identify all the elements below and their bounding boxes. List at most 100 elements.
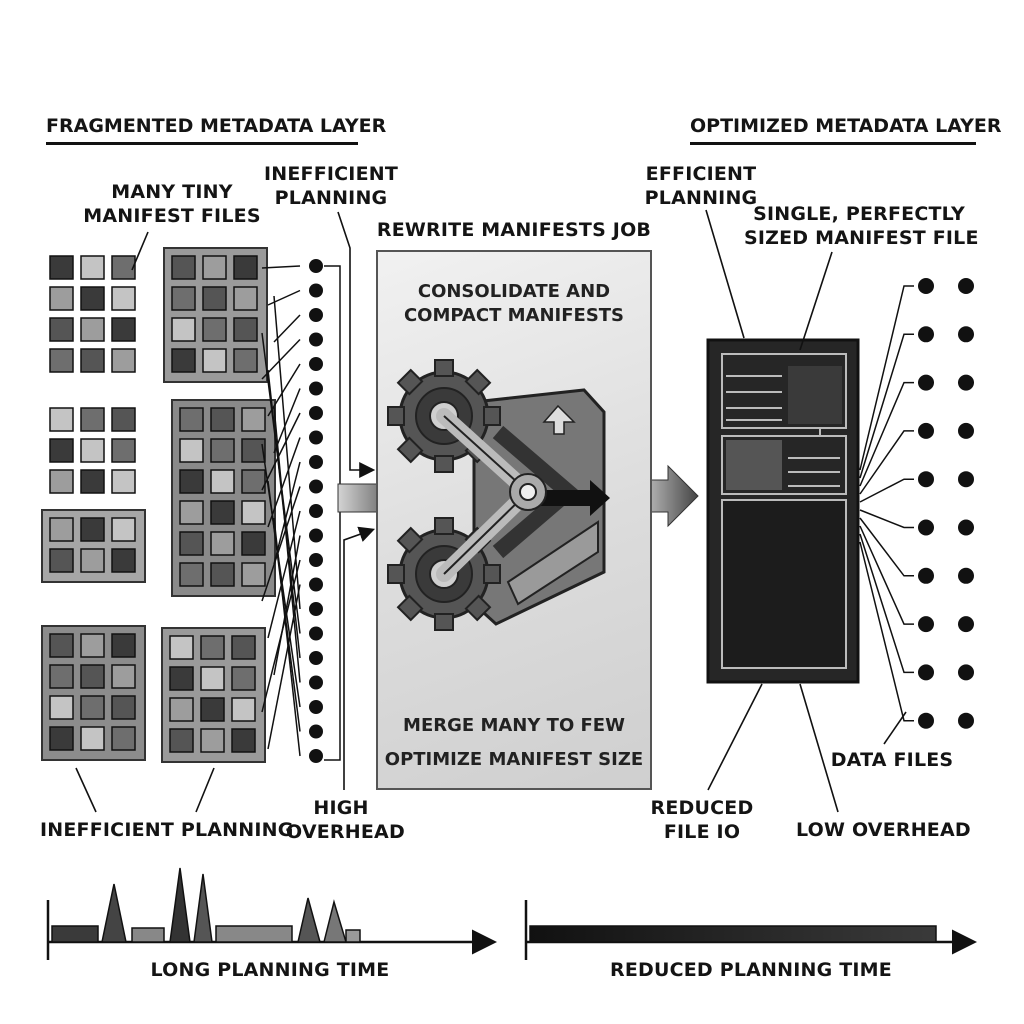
data-file-dot <box>918 471 934 488</box>
connector-line <box>273 295 301 610</box>
tiny-manifest-file <box>233 255 258 280</box>
connector-line <box>267 510 301 639</box>
planning-dot <box>309 724 323 739</box>
tiny-manifest-file <box>210 438 235 463</box>
long-planning-timeline <box>46 867 497 960</box>
tiny-manifest-file <box>210 500 235 525</box>
planning-dot <box>309 430 323 445</box>
data-file-connector <box>859 517 914 577</box>
left-planning-dots <box>309 259 323 763</box>
connector-line <box>273 314 301 343</box>
connector-line <box>273 517 301 757</box>
connector-line <box>261 412 301 491</box>
efficient-pointer <box>705 209 745 339</box>
job-title: REWRITE MANIFESTS JOB <box>376 219 652 241</box>
data-file-dots <box>918 278 974 729</box>
data-file-dot <box>918 374 934 391</box>
tiny-manifest-file <box>111 695 136 720</box>
tiny-manifest-file <box>179 500 204 525</box>
data-file-connector <box>859 381 914 487</box>
tiny-manifest-file <box>179 531 204 556</box>
connector-line <box>261 265 301 269</box>
tiny-manifest-file <box>179 407 204 432</box>
tiny-manifest-file <box>200 728 225 753</box>
tiny-manifest-file <box>111 348 136 373</box>
tiny-manifest-file <box>80 548 105 573</box>
tiny-manifest-file <box>241 500 266 525</box>
tiny-manifest-file <box>80 726 105 751</box>
data-file-dot <box>958 326 974 343</box>
tiny-manifest-file <box>80 633 105 658</box>
high-overhead-pointer <box>343 526 376 790</box>
tiny-manifest-file <box>49 317 74 342</box>
tiny-manifest-file <box>179 438 204 463</box>
data-file-connector <box>859 541 914 722</box>
inefficient-top-pointer <box>337 211 376 478</box>
tiny-manifest-file <box>80 438 105 463</box>
tiny-manifest-file <box>111 664 136 689</box>
data-file-connector <box>859 509 914 529</box>
tiny-manifest-file <box>111 469 136 494</box>
data-file-dot <box>958 567 974 584</box>
long-planning-time-label: LONG PLANNING TIME <box>150 959 390 981</box>
tiny-manifest-file <box>202 348 227 373</box>
tiny-manifest-file <box>111 726 136 751</box>
data-file-connector <box>859 525 914 625</box>
data-file-connector <box>859 333 914 479</box>
planning-dot <box>309 259 323 273</box>
planning-dot <box>309 504 323 518</box>
right-header: OPTIMIZED METADATA LAYER <box>690 115 1002 137</box>
planning-dot <box>309 357 323 371</box>
reduced-planning-timeline <box>524 900 977 960</box>
left-header: FRAGMENTED METADATA LAYER <box>46 115 387 137</box>
left-connectors <box>261 265 341 761</box>
tiny-manifest-file <box>49 438 74 463</box>
tiny-manifest-file <box>49 348 74 373</box>
tiny-manifest-file <box>49 407 74 432</box>
tiny-manifest-file <box>179 469 204 494</box>
consolidation-gears-illustration <box>387 359 610 631</box>
planning-dot <box>309 455 323 469</box>
tiny-manifest-file <box>80 317 105 342</box>
planning-dot <box>309 381 323 396</box>
tiny-manifest-file <box>179 562 204 587</box>
tiny-manifest-file <box>171 348 196 373</box>
many-tiny-pointer <box>131 231 149 271</box>
planning-dot <box>309 528 323 543</box>
tiny-manifest-file <box>231 728 256 753</box>
data-files-pointer <box>883 711 907 745</box>
tiny-manifest-file <box>171 255 196 280</box>
planning-dot <box>309 577 323 592</box>
tiny-manifest-file <box>80 664 105 689</box>
connector-line <box>267 289 301 306</box>
tiny-manifest-file <box>210 469 235 494</box>
connector-line <box>267 437 301 528</box>
tiny-manifest-file <box>80 255 105 280</box>
tiny-manifest-file <box>80 286 105 311</box>
tiny-manifest-file <box>49 286 74 311</box>
tiny-manifest-file <box>49 633 74 658</box>
low-overhead-pointer <box>799 683 839 813</box>
tiny-manifest-file <box>111 548 136 573</box>
planning-dot <box>309 602 323 616</box>
tiny-manifest-file <box>111 633 136 658</box>
tiny-manifest-file <box>231 666 256 691</box>
tiny-manifest-file <box>80 407 105 432</box>
tiny-manifest-file <box>210 562 235 587</box>
inefficient-bottom-pointer-2 <box>195 767 215 813</box>
job-bottom-text: MERGE MANY TO FEW OPTIMIZE MANIFEST SIZE <box>384 715 644 770</box>
tiny-manifest-file <box>49 664 74 689</box>
tiny-manifest-file <box>111 517 136 542</box>
data-file-dot <box>918 519 934 536</box>
reduced-io-pointer <box>707 683 763 791</box>
tiny-manifest-file <box>80 469 105 494</box>
tiny-manifest-file <box>80 695 105 720</box>
right-header-rule <box>690 142 976 145</box>
tiny-manifest-file <box>49 548 74 573</box>
data-file-dot <box>918 422 934 439</box>
